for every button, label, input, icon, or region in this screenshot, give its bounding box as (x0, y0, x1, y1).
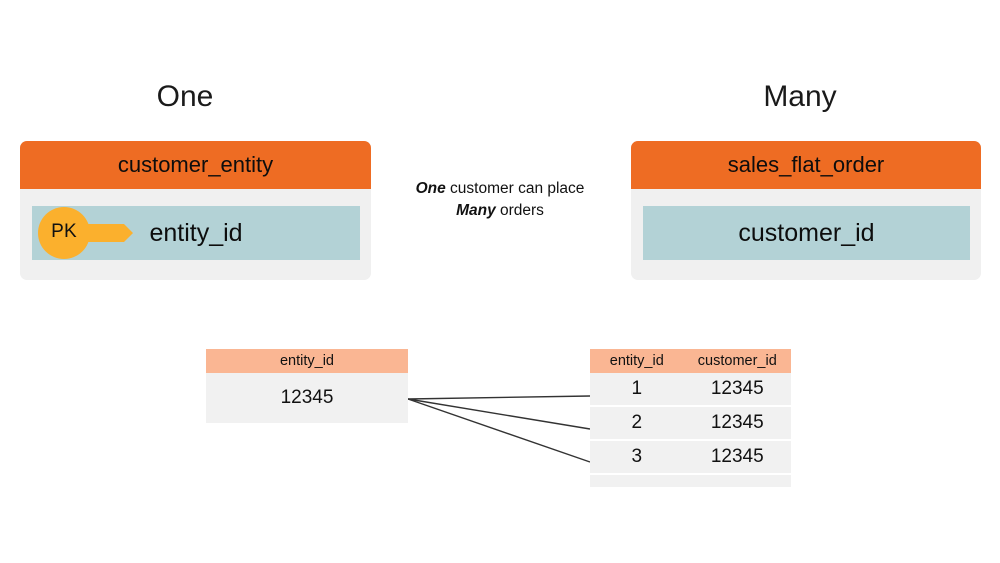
entity-header-customer-entity: customer_entity (20, 141, 371, 189)
caption-emphasis-many: Many (456, 202, 496, 219)
table-row[interactable]: 12345 (206, 373, 408, 423)
table-row[interactable]: 2 12345 (590, 406, 791, 441)
connector-line-row-3 (407, 398, 591, 463)
entity-header-sales-flat-order: sales_flat_order (631, 141, 981, 189)
table-row[interactable]: 1 12345 (590, 373, 791, 407)
table-header-row: entity_id customer_id (590, 349, 791, 373)
table-header-row: entity_id (206, 349, 408, 373)
table-one-head: entity_id (206, 349, 408, 373)
table-one-body: 12345 (206, 373, 408, 423)
cell-entity-id: 2 (590, 406, 684, 441)
caption-emphasis-one: One (415, 180, 446, 197)
entity-field-entity-id[interactable]: entity_id PK (32, 206, 360, 260)
caption-text-end: orders (495, 202, 544, 219)
cell-customer-id: 12345 (683, 406, 791, 441)
primary-key-icon (32, 207, 136, 259)
table-footer-spacer (590, 474, 791, 487)
table-many-side: entity_id customer_id 1 12345 2 12345 3 … (590, 349, 791, 487)
cardinality-label-one: One (156, 80, 214, 113)
entity-title-sales-flat-order: sales_flat_order (727, 152, 885, 177)
sample-table-many-side[interactable]: entity_id customer_id 1 12345 2 12345 3 … (590, 349, 791, 487)
column-header-customer-id: customer_id (683, 349, 791, 373)
sample-table-one-side[interactable]: entity_id 12345 (206, 349, 408, 423)
table-many-body: 1 12345 2 12345 3 12345 (590, 373, 791, 487)
table-many-head: entity_id customer_id (590, 349, 791, 373)
table-one-side: entity_id 12345 (206, 349, 408, 423)
entity-card-sales-flat-order[interactable]: sales_flat_order customer_id (631, 141, 981, 280)
caption-text-middle: customer can place (445, 180, 585, 197)
entity-card-customer-entity[interactable]: customer_entity entity_id PK (20, 141, 371, 280)
cell-customer-id: 12345 (683, 440, 791, 475)
cardinality-label-many: Many (763, 80, 837, 113)
column-header-entity-id: entity_id (590, 349, 684, 373)
entity-body-sales-flat-order: customer_id (631, 189, 981, 280)
connector-line-row-1 (407, 395, 591, 400)
cell-entity-id: 1 (590, 373, 684, 407)
connector-line-row-2 (407, 398, 591, 430)
cell-entity-id: 3 (590, 440, 684, 475)
cell-customer-id: 12345 (683, 373, 791, 407)
entity-field-customer-id[interactable]: customer_id (643, 206, 970, 260)
table-row[interactable]: 3 12345 (590, 440, 791, 475)
entity-body-customer-entity: entity_id PK (20, 189, 371, 280)
entity-title-customer-entity: customer_entity (117, 152, 274, 177)
relationship-caption: One customer can place Many orders (400, 178, 600, 222)
column-header-entity-id: entity_id (206, 349, 408, 373)
cell-entity-id: 12345 (206, 373, 408, 423)
entity-field-label-entity-id: entity_id (149, 218, 243, 247)
entity-field-label-customer-id: customer_id (738, 218, 875, 247)
